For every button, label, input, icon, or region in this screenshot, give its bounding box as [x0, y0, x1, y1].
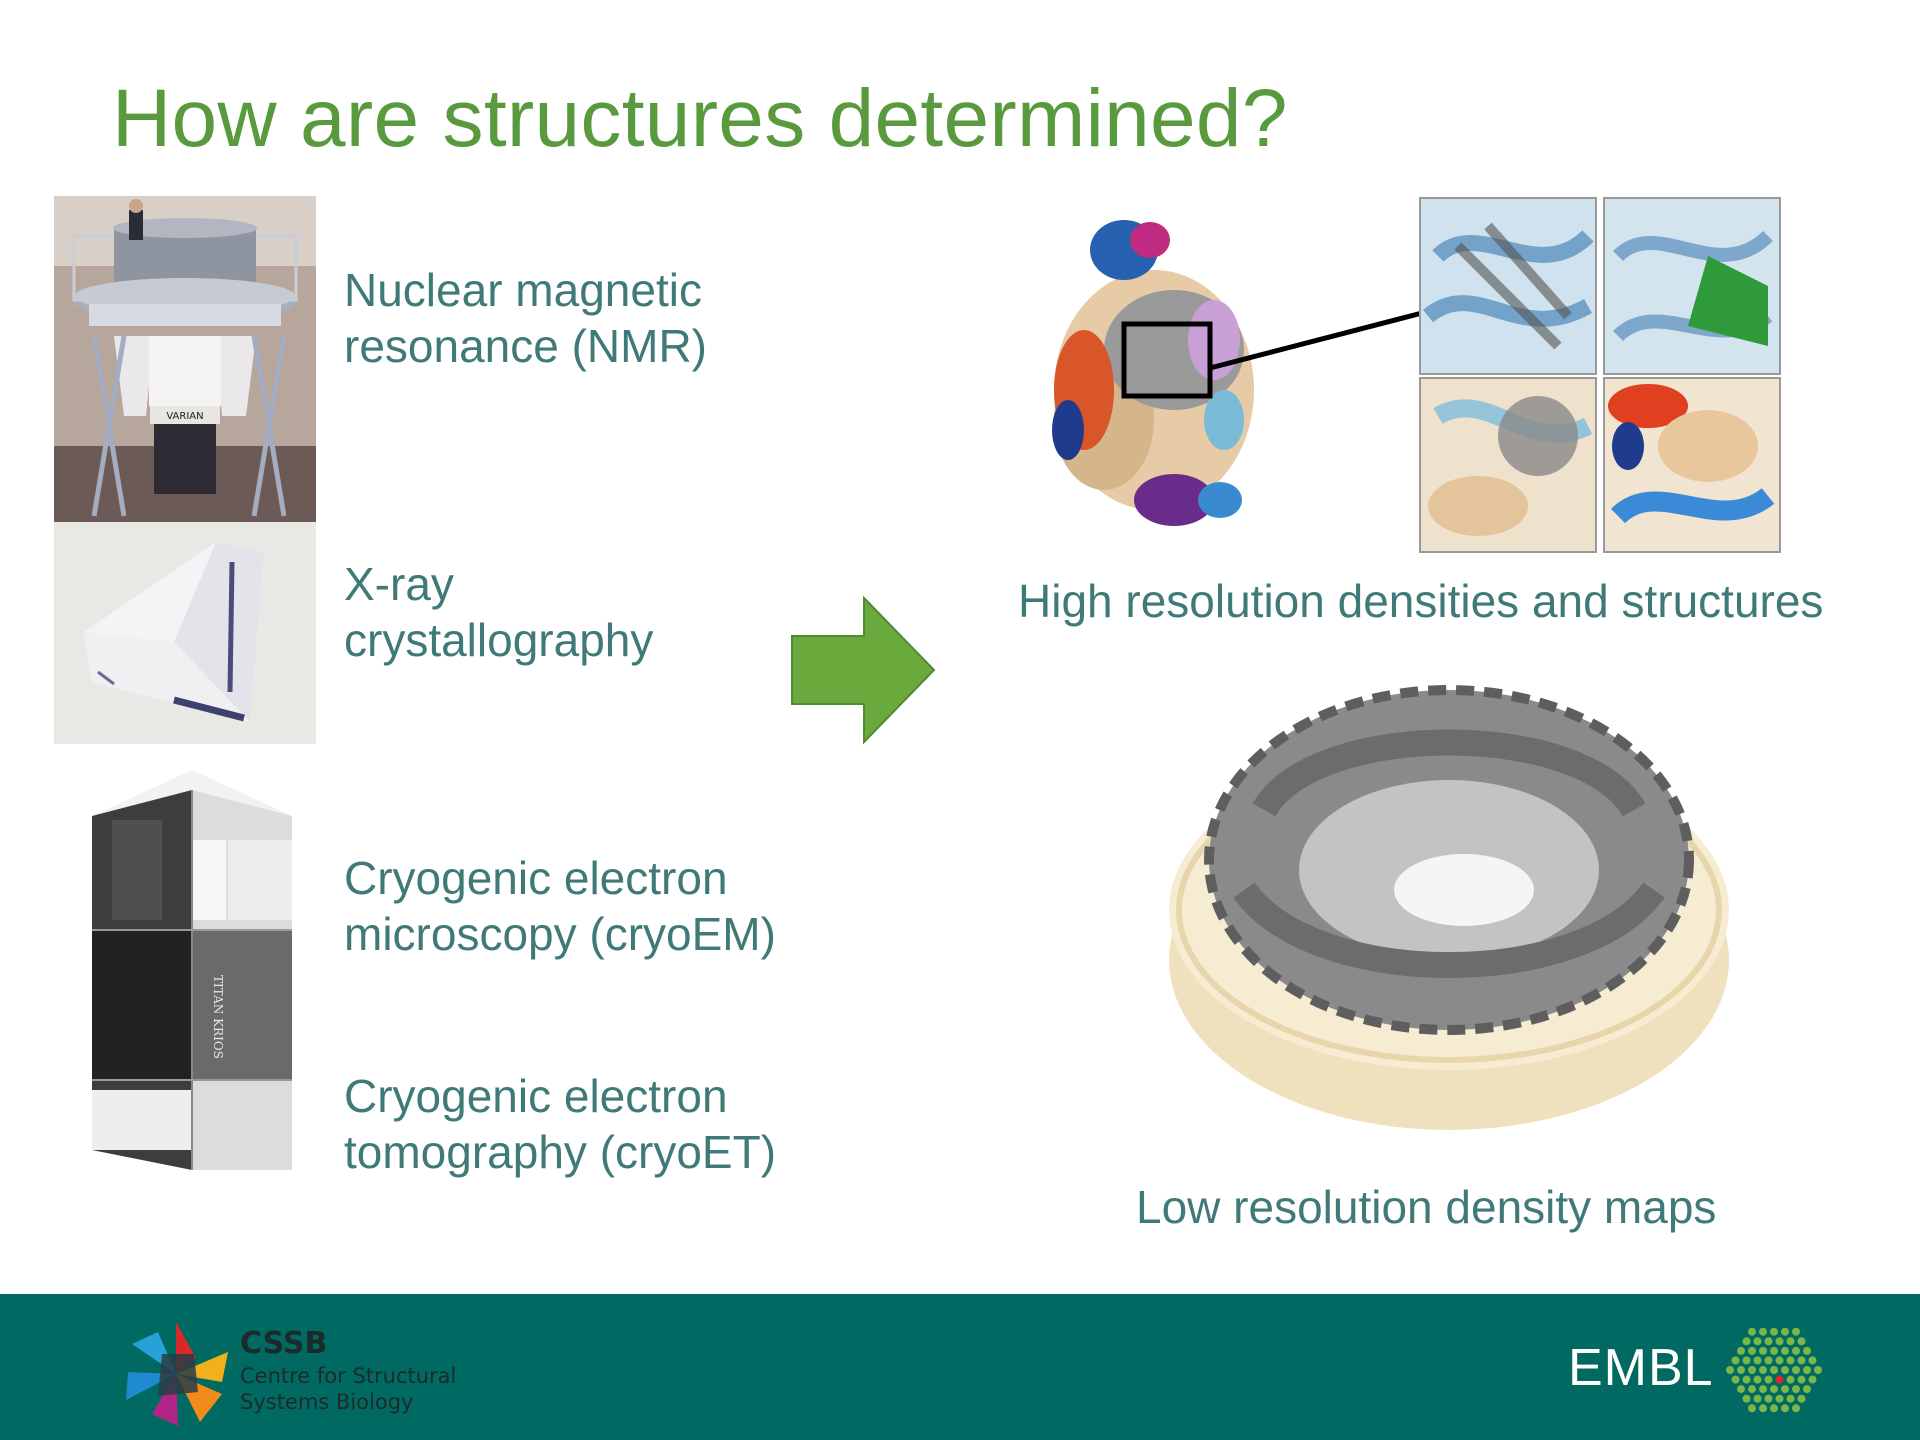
method-cryoet-line2: tomography (cryoET) — [344, 1126, 777, 1178]
embl-logo-dot — [1792, 1327, 1800, 1336]
low-resolution-caption: Low resolution density maps — [1136, 1181, 1717, 1233]
embl-logo-dot — [1786, 1394, 1795, 1403]
slide-title: How are structures determined? — [112, 73, 1288, 164]
embl-logo-dot — [1764, 1375, 1773, 1384]
embl-logo-dot — [1814, 1366, 1822, 1374]
method-xray-line1: X-ray — [344, 558, 454, 610]
embl-logo-dot — [1770, 1327, 1778, 1336]
density-map-image — [1169, 685, 1729, 1130]
method-xray-line2: crystallography — [344, 614, 654, 666]
embl-logo-dot — [1764, 1337, 1773, 1346]
cssb-abbr: CSSB — [240, 1326, 328, 1361]
embl-logo-dot — [1775, 1356, 1784, 1365]
footer-bar — [0, 1294, 1920, 1440]
embl-logo-dot — [1786, 1337, 1795, 1346]
right-arrow-icon — [791, 596, 936, 745]
embl-logo-dot — [1770, 1404, 1778, 1413]
method-cryoet-line1: Cryogenic electron — [344, 1070, 728, 1122]
embl-logo-dot — [1731, 1356, 1740, 1365]
embl-logo-dot — [1753, 1375, 1762, 1384]
embl-logo-dot — [1781, 1404, 1789, 1413]
embl-logo-dot — [1731, 1375, 1740, 1384]
embl-logo-dot — [1742, 1394, 1751, 1403]
zoom-line — [1209, 309, 1427, 371]
embl-logo-dot — [1759, 1327, 1767, 1336]
embl-logo-dot — [1770, 1366, 1778, 1374]
embl-logo-dot — [1753, 1394, 1762, 1403]
nmr-spectrometer-image: VARIAN — [54, 196, 316, 522]
embl-logo-dot — [1770, 1385, 1778, 1394]
embl-logo-dot — [1803, 1366, 1811, 1374]
embl-logo-dot — [1764, 1394, 1773, 1403]
embl-logo-dot — [1781, 1385, 1789, 1394]
embl-logo-dot — [1748, 1327, 1756, 1336]
embl-logo-dot — [1748, 1404, 1756, 1413]
embl-logo-dot — [1753, 1337, 1762, 1346]
embl-logo-dot — [1792, 1385, 1800, 1394]
embl-logo-dot — [1803, 1385, 1811, 1394]
embl-logo-dot — [1786, 1356, 1795, 1365]
embl-logo-dot — [1764, 1356, 1773, 1365]
embl-logo-dot — [1792, 1366, 1800, 1374]
cryo-em-microscope-image: TITAN KRIOS — [92, 770, 292, 1170]
embl-logo-dot — [1775, 1375, 1784, 1384]
embl-logo-dot — [1781, 1366, 1789, 1374]
embl-logo-dot — [1770, 1346, 1778, 1355]
varian-label: VARIAN — [166, 411, 203, 422]
cssb-line1: Centre for Structural — [240, 1364, 457, 1388]
embl-logo-dot — [1808, 1356, 1817, 1365]
embl-logo-dot — [1759, 1404, 1767, 1413]
embl-logo-dot — [1786, 1375, 1795, 1384]
method-xray: X-ray crystallography — [344, 556, 864, 668]
protein-structure-image — [1052, 220, 1254, 526]
embl-logo-dot — [1748, 1366, 1756, 1374]
embl-logo-dot — [1759, 1385, 1767, 1394]
method-nmr-line1: Nuclear magnetic — [344, 264, 702, 316]
titan-krios-label: TITAN KRIOS — [211, 975, 225, 1059]
embl-logo-dot — [1742, 1356, 1751, 1365]
method-cryoem: Cryogenic electron microscopy (cryoEM) — [344, 850, 864, 962]
density-panels-image — [1419, 197, 1781, 553]
embl-logo-dot — [1737, 1385, 1745, 1394]
embl-logo-dot — [1759, 1346, 1767, 1355]
embl-logo-dot — [1742, 1337, 1751, 1346]
embl-logo-dot — [1748, 1385, 1756, 1394]
embl-hexagon-logo-icon — [1726, 1327, 1822, 1413]
embl-logo-dot — [1781, 1327, 1789, 1336]
embl-logo-dot — [1797, 1375, 1806, 1384]
cssb-line2: Systems Biology — [240, 1390, 414, 1414]
embl-wordmark: EMBL — [1568, 1339, 1714, 1397]
embl-logo-dot — [1742, 1375, 1751, 1384]
high-resolution-caption: High resolution densities and structures — [1018, 575, 1824, 627]
embl-logo-dot — [1737, 1346, 1745, 1355]
embl-logo-dot — [1803, 1346, 1811, 1355]
embl-logo-dot — [1753, 1356, 1762, 1365]
embl-logo-dot — [1737, 1366, 1745, 1374]
embl-logo-dot — [1797, 1356, 1806, 1365]
embl-logo-dot — [1781, 1346, 1789, 1355]
embl-logo-dot — [1808, 1375, 1817, 1384]
embl-logo-dot — [1775, 1394, 1784, 1403]
cssb-logo-icon — [126, 1322, 228, 1426]
method-cryoem-line2: microscopy (cryoEM) — [344, 908, 776, 960]
method-cryoem-line1: Cryogenic electron — [344, 852, 728, 904]
embl-logo-dot — [1797, 1337, 1806, 1346]
embl-logo-dot — [1759, 1366, 1767, 1374]
method-cryoet: Cryogenic electron tomography (cryoET) — [344, 1068, 864, 1180]
embl-logo-dot — [1775, 1337, 1784, 1346]
crystal-image — [54, 522, 316, 744]
embl-logo-dot — [1792, 1346, 1800, 1355]
embl-logo-dot — [1748, 1346, 1756, 1355]
embl-logo-dot — [1792, 1404, 1800, 1413]
method-nmr: Nuclear magnetic resonance (NMR) — [344, 262, 864, 374]
method-nmr-line2: resonance (NMR) — [344, 320, 707, 372]
embl-logo-dot — [1797, 1394, 1806, 1403]
embl-logo-dot — [1726, 1366, 1734, 1374]
